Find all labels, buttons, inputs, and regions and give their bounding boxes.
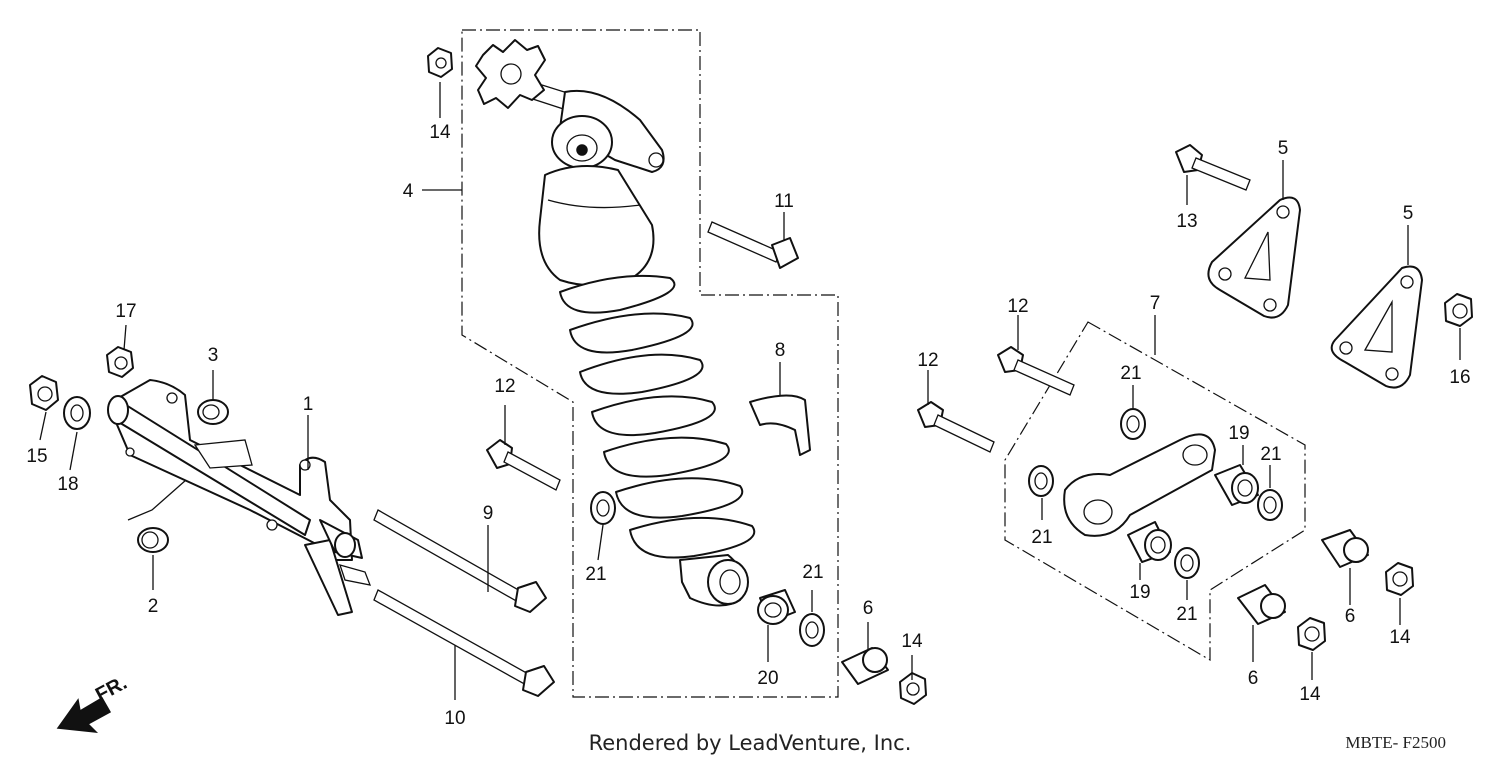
callout-5-upper: 5 (1278, 138, 1289, 159)
bushing-20 (757, 589, 796, 625)
callout-14-top: 14 (429, 122, 451, 143)
callout-14-mid: 14 (901, 631, 923, 652)
callout-19-upper: 19 (1228, 423, 1249, 444)
bolt-13 (1175, 144, 1251, 191)
shock-group-outline (461, 29, 839, 698)
guard-plate-8 (749, 394, 811, 456)
callout-7: 7 (1150, 293, 1161, 314)
shock-arm-bracket (107, 379, 372, 616)
bolt-12-right-upper (997, 346, 1075, 396)
bolt-11 (707, 221, 799, 269)
bearing-21-link-top (1120, 408, 1146, 440)
nut-14-right (1385, 562, 1414, 596)
callout-2: 2 (148, 596, 159, 617)
bearing-21-link-bottom (1174, 547, 1200, 579)
nut-15 (29, 375, 59, 411)
callout-8: 8 (775, 340, 786, 361)
callout-1: 1 (303, 394, 314, 415)
callout-14-right-lower: 14 (1299, 684, 1321, 705)
bushing-19-upper (1214, 464, 1259, 506)
diagram-code: MBTE- F2500 (1345, 733, 1446, 752)
callout-14-right: 14 (1389, 627, 1411, 648)
callout-21-link-bottom: 21 (1176, 604, 1197, 625)
callout-17: 17 (115, 301, 136, 322)
callout-12-right-upper: 12 (1007, 296, 1028, 317)
washer-18 (63, 396, 91, 430)
bolt-12-right-lower (917, 401, 995, 453)
callout-20: 20 (757, 668, 778, 689)
collar-6-right (1321, 529, 1369, 568)
callout-21-lower: 21 (802, 562, 823, 583)
callout-6-mid-lower: 6 (1248, 668, 1259, 689)
callouts: 1 2 3 4 5 5 6 6 6 7 8 9 10 11 12 12 12 1… (26, 122, 1470, 729)
callout-11: 11 (774, 191, 794, 212)
callout-21-link-left: 21 (1031, 527, 1052, 548)
callout-12-right-lower: 12 (917, 350, 938, 371)
render-credit: Rendered by LeadVenture, Inc. (589, 731, 912, 755)
link-group-outline (1004, 321, 1306, 662)
bearing-21-link-left (1028, 465, 1054, 497)
collar-6-left (841, 647, 889, 685)
bolt-10 (373, 589, 555, 697)
front-direction-arrow: FR. (56, 672, 131, 733)
callout-13: 13 (1176, 211, 1197, 232)
nut-14-mid (899, 672, 927, 705)
bushing-19-lower (1127, 521, 1172, 563)
nut-16 (1444, 293, 1473, 327)
callout-16: 16 (1449, 367, 1470, 388)
callout-9: 9 (483, 503, 494, 524)
collar-6-mid (1237, 584, 1286, 625)
coil-spring (559, 274, 756, 559)
link-arm-7 (1063, 433, 1216, 537)
bearing-21-link-right (1257, 489, 1283, 521)
callout-6-left: 6 (863, 598, 874, 619)
callout-15: 15 (26, 446, 47, 467)
callout-12-mid: 12 (494, 376, 515, 397)
plate-5-lower (1330, 265, 1423, 389)
callout-4: 4 (403, 181, 414, 202)
callout-6-right: 6 (1345, 606, 1356, 627)
bolt-12-mid (486, 439, 561, 491)
collar-2 (137, 527, 169, 553)
callout-10: 10 (444, 708, 465, 729)
callout-5-lower: 5 (1403, 203, 1414, 224)
plate-5-upper (1207, 196, 1301, 319)
callout-19-lower: 19 (1129, 582, 1150, 603)
callout-18: 18 (57, 474, 78, 495)
nut-14-right-lower (1297, 617, 1326, 651)
leader-lines (39, 82, 1461, 700)
callout-21-left: 21 (585, 564, 606, 585)
rear-shock-absorber (475, 39, 756, 607)
nut-14-top (427, 47, 453, 78)
bolt-9 (373, 509, 547, 613)
callout-3: 3 (208, 345, 219, 366)
nut-17 (106, 346, 134, 378)
callout-21-link-right: 21 (1260, 444, 1281, 465)
collar-3 (197, 399, 229, 425)
bearing-21-lower (799, 613, 825, 647)
callout-21-link-top: 21 (1120, 363, 1141, 384)
bearing-21-left (590, 491, 616, 525)
